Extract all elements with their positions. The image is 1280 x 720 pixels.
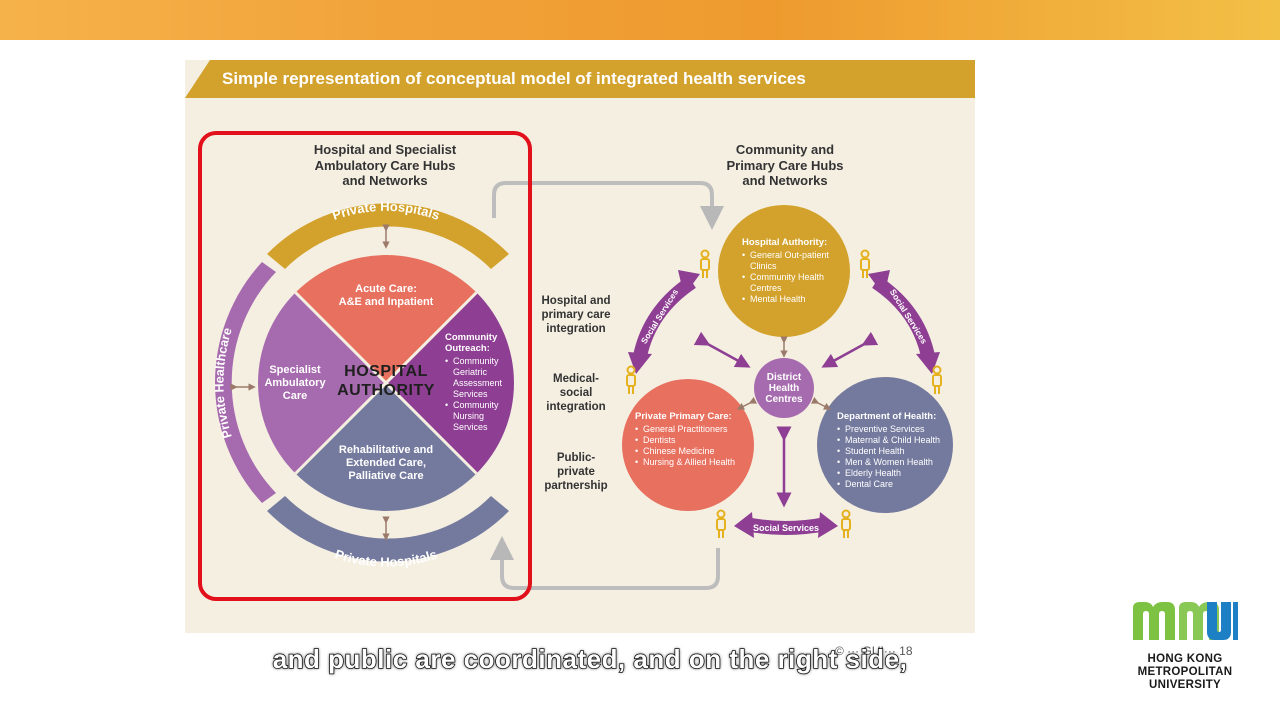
slide-title-bar — [185, 60, 975, 98]
community-item: Community Nursing Services — [445, 400, 513, 433]
private-primary-text: Private Primary Care: General Practition… — [635, 411, 743, 468]
doh-item: Student Health — [837, 446, 947, 457]
ha-item: General Out-patient Clinics — [742, 250, 834, 272]
private-hospitals-bottom-arc — [267, 496, 509, 562]
doh-circle-text: Department of Health: Preventive Service… — [837, 411, 947, 490]
highlight-box — [198, 131, 532, 601]
social-services-left-label: Social Services — [639, 287, 681, 345]
segment-acute — [295, 255, 477, 383]
community-outreach-head: Community Outreach: — [445, 332, 498, 354]
person-icon — [626, 365, 636, 394]
community-outreach-text: Community Outreach: Community Geriatric … — [445, 332, 513, 433]
private-primary-item: General Practitioners — [635, 424, 743, 435]
rehab-care-label: Rehabilitative and Extended Care, Pallia… — [338, 444, 434, 482]
ha-circle-text: Hospital Authority: General Out-patient … — [742, 237, 834, 305]
center-label-line-2: AUTHORITY — [337, 382, 435, 399]
private-primary-item: Dentists — [635, 435, 743, 446]
doh-item: Preventive Services — [837, 424, 947, 435]
private-primary-item: Chinese Medicine — [635, 446, 743, 457]
copyright-text: © ··· GUI··· 18 — [835, 644, 913, 658]
university-name: HONG KONG METROPOLITAN UNIVERSITY — [1137, 653, 1233, 691]
video-subtitle: and public are coordinated, and on the r… — [272, 643, 908, 675]
center-label-line-1: HOSPITAL — [344, 363, 428, 380]
acute-care-label: Acute Care: A&E and Inpatient — [338, 283, 434, 308]
top-banner — [0, 0, 1280, 40]
doh-circle-head: Department of Health: — [837, 411, 937, 422]
hospital-authority-center-label: HOSPITAL AUTHORITY — [320, 362, 452, 400]
social-services-right-label: Social Services — [888, 287, 930, 345]
segment-rehab — [295, 383, 477, 511]
ppp-label: Public- private partnership — [544, 452, 608, 492]
district-circle — [754, 358, 814, 418]
person-icon — [716, 509, 726, 538]
doh-item: Maternal & Child Health — [837, 435, 947, 446]
ha-item: Community Health Centres — [742, 272, 834, 294]
person-icon — [860, 249, 870, 278]
loop-arrow-bottom — [490, 536, 720, 590]
doh-item: Dental Care — [837, 479, 947, 490]
specialist-care-label: Specialist Ambulatory Care — [264, 364, 326, 402]
ha-item: Mental Health — [742, 294, 834, 305]
district-health-label: District Health Centres — [765, 372, 803, 405]
person-icon — [841, 509, 851, 538]
medical-social-label: Medical- social integration — [546, 373, 606, 413]
private-healthcare-arc — [215, 262, 276, 503]
doh-item: Men & Women Health — [837, 457, 947, 468]
right-hub-title: Community and Primary Care Hubs and Netw… — [726, 142, 844, 188]
university-logo-icon — [1133, 602, 1238, 640]
doh-item: Elderly Health — [837, 468, 947, 479]
private-primary-head: Private Primary Care: — [635, 411, 732, 422]
ha-circle-head: Hospital Authority: — [742, 237, 828, 248]
social-services-bottom-label: Social Services — [753, 523, 819, 533]
private-primary-item: Nursing & Allied Health — [635, 457, 743, 468]
loop-arrow-top — [492, 181, 724, 230]
person-icon — [932, 365, 942, 394]
integration-label: Hospital and primary care integration — [541, 295, 611, 335]
slide-title: Simple representation of conceptual mode… — [222, 69, 806, 88]
community-item: Community Geriatric Assessment Services — [445, 356, 513, 400]
segment-specialist — [258, 292, 386, 474]
left-hub-title: Hospital and Specialist Ambulatory Care … — [313, 142, 457, 188]
private-hospitals-top-arc — [267, 203, 509, 269]
social-services-bottom-arrow — [744, 517, 828, 535]
person-icon — [700, 249, 710, 278]
private-hospitals-bottom-label: Private Hospitals — [333, 546, 439, 569]
